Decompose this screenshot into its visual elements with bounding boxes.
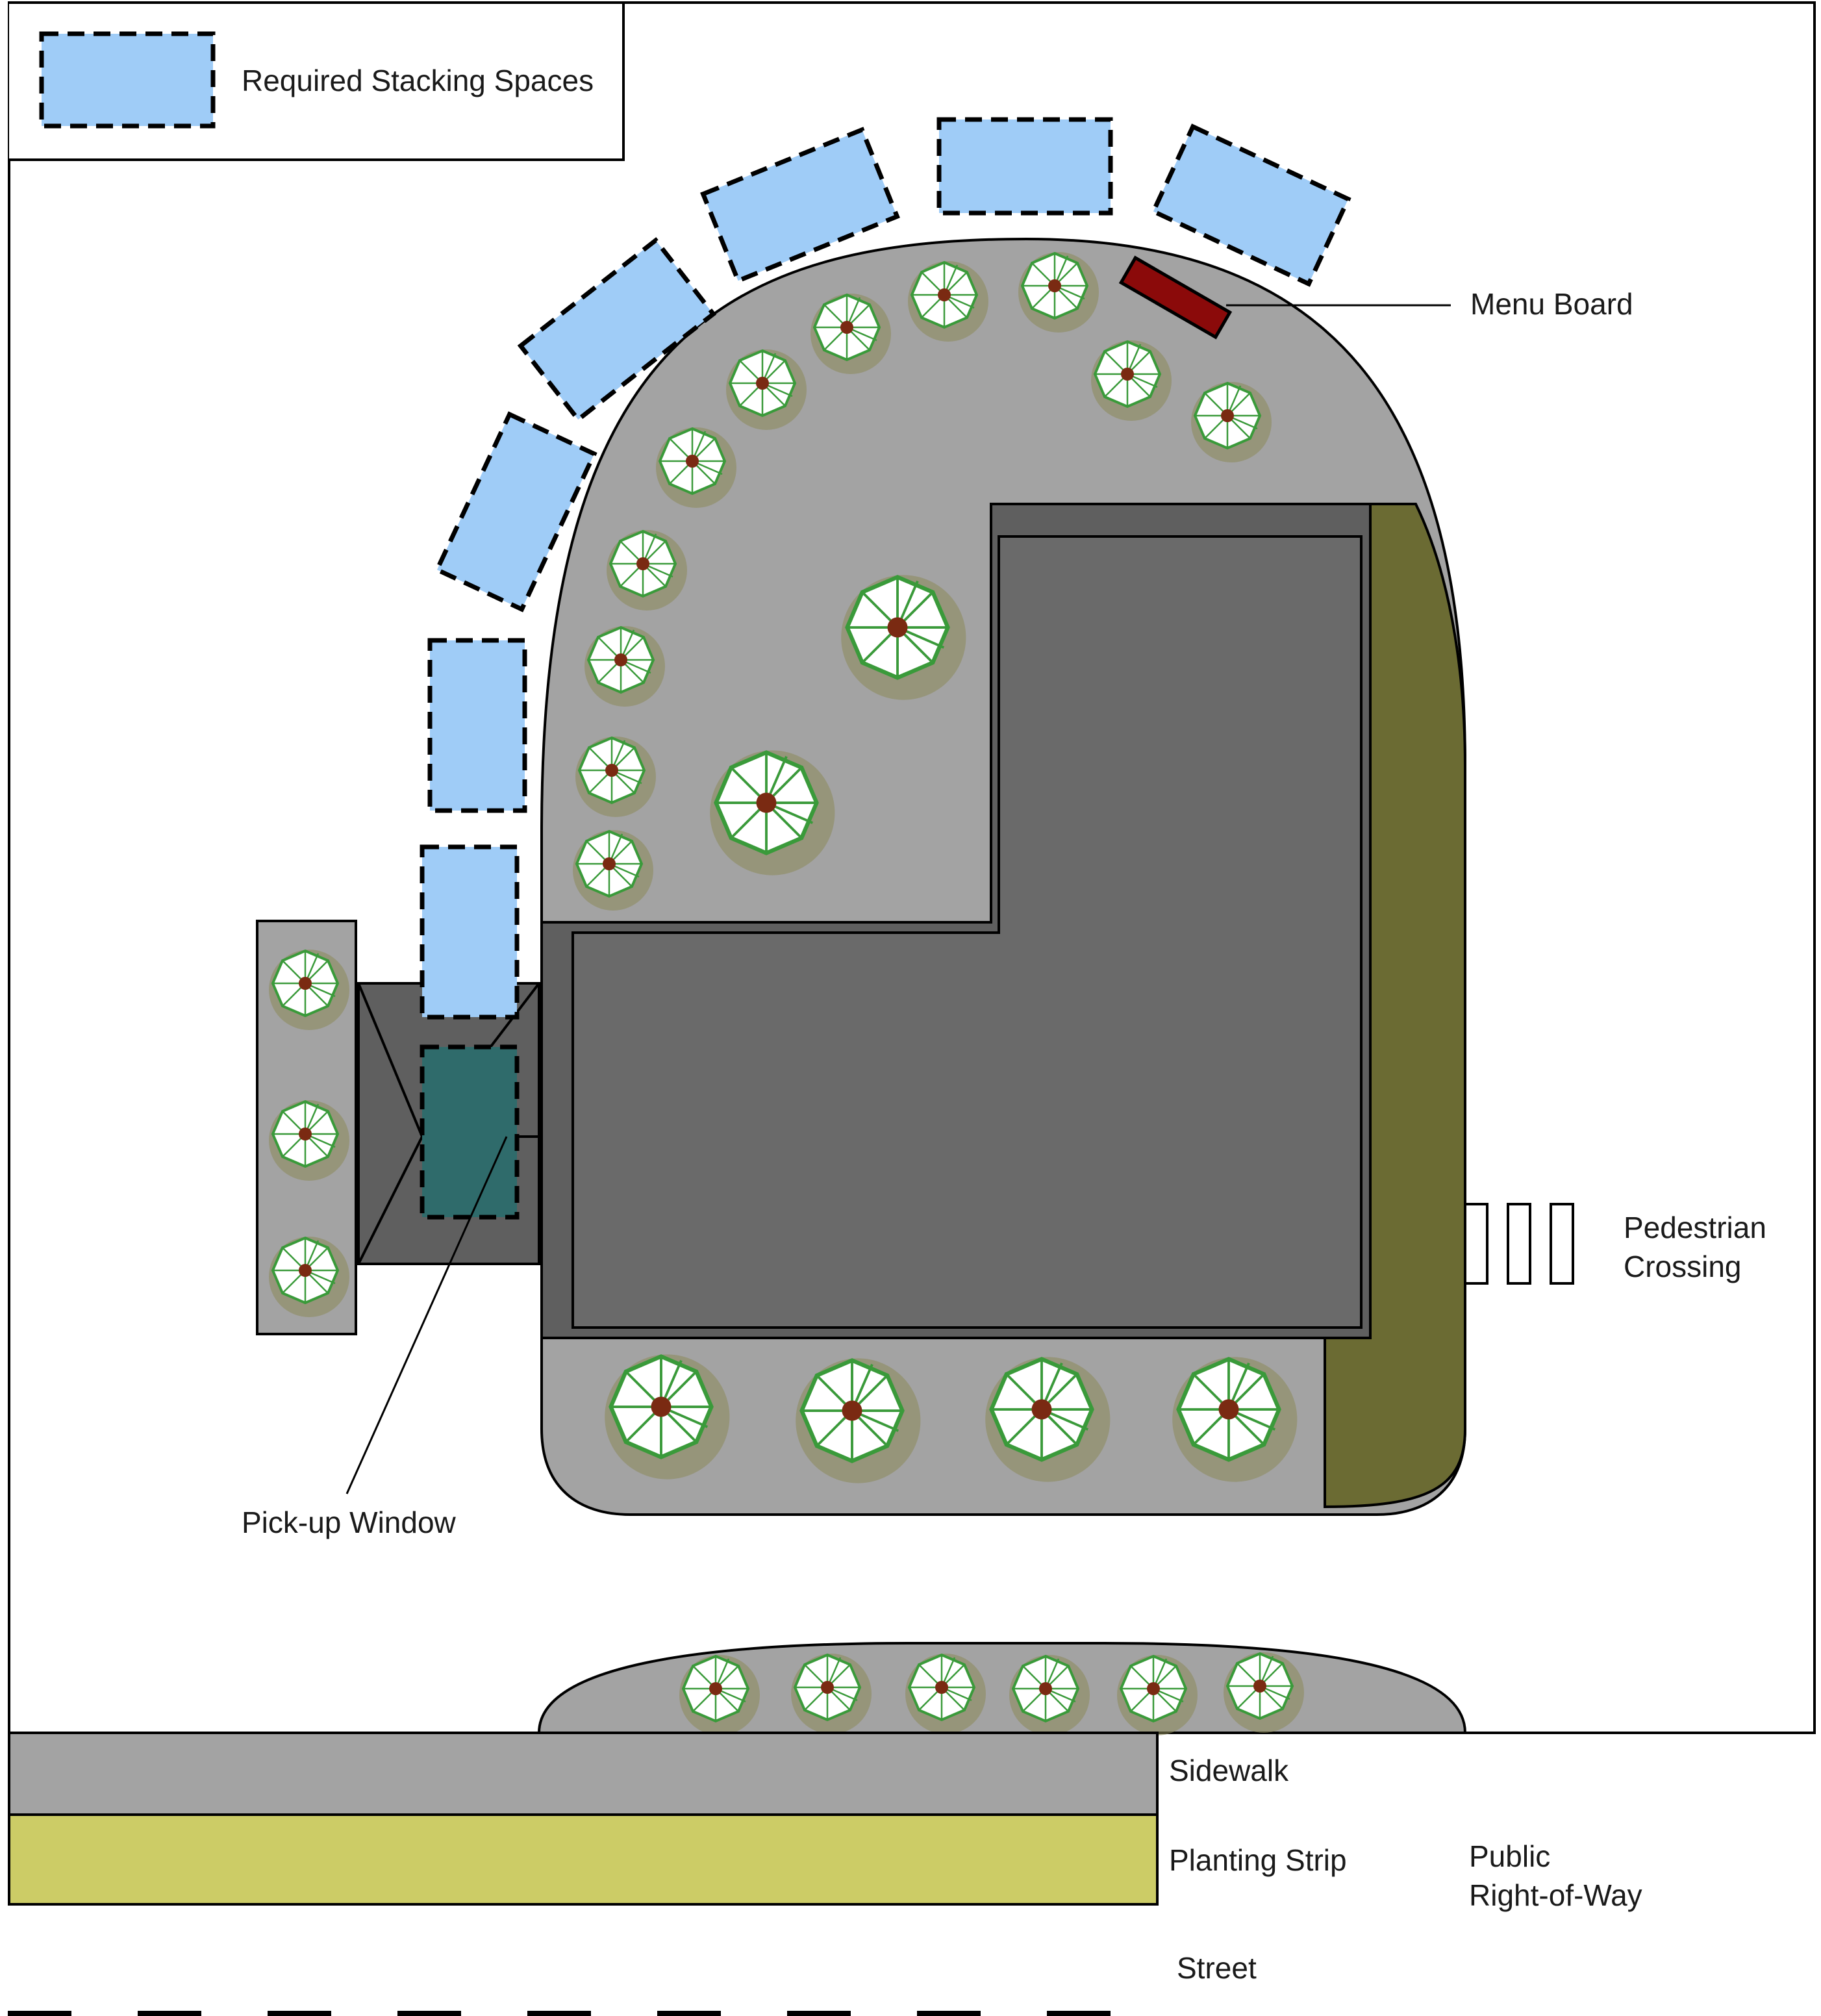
building-roof: [571, 535, 1363, 1329]
legend: Required Stacking Spaces: [9, 1, 625, 161]
legend-swatch: [39, 31, 216, 129]
stacking-spaces: [420, 117, 1351, 1220]
stacking-space: [936, 117, 1113, 216]
stacking-space-pickup: [420, 1044, 520, 1220]
tree-icon: [1008, 1654, 1091, 1737]
sidewalk: [8, 1732, 1159, 1816]
menu-board-icon: [1118, 255, 1233, 340]
pickup-window-leader: [345, 1136, 508, 1494]
tree-icon: [796, 1358, 920, 1483]
tree-icon: [574, 735, 657, 818]
tree-icon: [1222, 1651, 1305, 1734]
tree-icon: [1090, 339, 1173, 422]
stacking-space: [1150, 123, 1351, 287]
crosswalk-stripe-icon: [1550, 1203, 1574, 1285]
street-centerline: [8, 2011, 1111, 2016]
planting-strip-label: Planting Strip: [1169, 1843, 1347, 1877]
stacking-space: [420, 844, 520, 1020]
planting-strip: [8, 1813, 1159, 1906]
stacking-space: [517, 237, 717, 423]
crosswalk-stripe-icon: [1507, 1203, 1531, 1285]
tree-icon: [907, 260, 990, 343]
tree-icon: [268, 1099, 351, 1182]
tree-icon: [904, 1652, 987, 1735]
tree-icon: [1116, 1654, 1199, 1737]
street-label: Street: [1177, 1951, 1257, 1985]
tree-icon: [1172, 1357, 1297, 1481]
legend-label: Required Stacking Spaces: [242, 64, 594, 97]
crosswalk-stripe-icon: [1464, 1203, 1488, 1285]
tree-icon: [790, 1652, 873, 1735]
tree-icon: [583, 625, 666, 708]
menu-board-label: Menu Board: [1470, 287, 1633, 321]
tree-icon: [809, 292, 892, 375]
stacking-space: [434, 411, 597, 612]
landscape-strip-east: [1324, 503, 1466, 1509]
pedestrian-crossing: [1464, 1203, 1574, 1285]
tree-icon: [725, 348, 808, 431]
tree-icon: [268, 1235, 351, 1318]
tree-icon: [655, 426, 738, 509]
public-row-label-1: Public: [1469, 1839, 1550, 1873]
pedestrian-crossing-label-2: Crossing: [1624, 1250, 1742, 1283]
tree-icon: [268, 948, 351, 1031]
frontage-island: [537, 1642, 1467, 1734]
tree-icon: [710, 750, 835, 875]
tree-icon: [571, 829, 655, 912]
tree-icon: [678, 1654, 761, 1737]
stacking-space: [700, 127, 900, 284]
tree-icon: [1017, 251, 1100, 334]
tree-icon: [605, 1354, 729, 1479]
tree-icon: [1190, 381, 1273, 464]
tree-icon: [841, 575, 966, 699]
pickup-window-label: Pick-up Window: [242, 1506, 457, 1539]
stacking-space: [427, 638, 527, 813]
pedestrian-crossing-label-1: Pedestrian: [1624, 1211, 1766, 1244]
sidewalk-label: Sidewalk: [1169, 1754, 1289, 1787]
tree-icon: [985, 1357, 1110, 1481]
tree-icon: [605, 529, 688, 612]
public-row-label-2: Right-of-Way: [1469, 1878, 1642, 1912]
